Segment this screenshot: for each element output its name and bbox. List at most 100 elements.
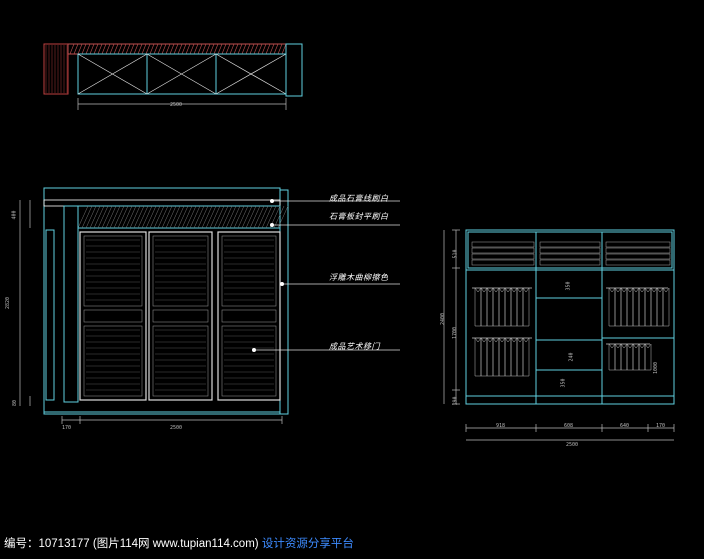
front-bulkhead-hatch xyxy=(105,205,117,229)
plan-strip-hatch xyxy=(221,43,227,55)
front-bulkhead-hatch xyxy=(277,205,289,229)
callout-dot xyxy=(270,223,274,227)
front-bulkhead-hatch xyxy=(149,205,161,229)
callout-art-sliding-door: 成品艺术移门 xyxy=(329,342,380,351)
plan-strip-hatch xyxy=(81,43,87,55)
side-hanging-garment xyxy=(614,343,622,371)
side-hanging-garment xyxy=(656,287,664,327)
dim-front-total-height: 2820 xyxy=(5,296,12,310)
plan-strip-hatch xyxy=(129,43,135,55)
side-hanging-garment xyxy=(510,337,518,377)
side-hanging-garment xyxy=(620,343,628,371)
front-bulkhead-hatch xyxy=(101,205,113,229)
side-cabinet-frame xyxy=(465,229,675,405)
plan-cross-diagonal xyxy=(146,53,217,95)
side-hanging-garment xyxy=(480,337,488,377)
front-door-panel-2 xyxy=(148,231,213,401)
callout-gypsum-board: 石膏板封平刷白 xyxy=(329,212,389,221)
side-folded-clothes xyxy=(471,253,535,260)
dim-top-plan-width: 2500 xyxy=(170,102,183,108)
plan-strip-hatch xyxy=(137,43,143,55)
plan-strip-hatch xyxy=(237,43,243,55)
front-bulkhead-hatch xyxy=(141,205,153,229)
plan-strip-hatch xyxy=(193,43,199,55)
side-hanging-garment xyxy=(644,343,652,371)
watermark-site-text: 设计资源分享平台 xyxy=(261,538,354,550)
front-door-panel-3 xyxy=(217,231,281,401)
front-bulkhead-hatch xyxy=(137,205,149,229)
front-door-middle-band xyxy=(152,309,209,323)
front-bulkhead-hatch xyxy=(189,205,201,229)
side-hanging-garment xyxy=(644,287,652,327)
plan-strip-hatch xyxy=(197,43,203,55)
front-floor-line xyxy=(43,411,281,415)
dim-inner-4: 1000 xyxy=(653,361,660,375)
side-hanging-garment xyxy=(516,287,524,327)
front-bulkhead-hatch xyxy=(273,205,285,229)
front-bulkhead-hatch xyxy=(93,205,105,229)
side-hanging-garment xyxy=(614,287,622,327)
plan-strip-hatch xyxy=(229,43,235,55)
dim-inner-3: 350 xyxy=(560,378,567,388)
plan-strip-hatch xyxy=(125,43,131,55)
plan-strip-hatch xyxy=(97,43,103,55)
plan-cross-diagonal xyxy=(215,53,287,95)
side-folded-clothes xyxy=(539,253,601,260)
plan-strip-hatch xyxy=(189,43,195,55)
front-bulkhead-hatch xyxy=(125,205,137,229)
side-folded-clothes xyxy=(605,241,671,248)
front-bulkhead-hatch xyxy=(89,205,101,229)
plan-strip-hatch xyxy=(205,43,211,55)
callout-gypsum-molding: 成品石膏线刷白 xyxy=(329,194,389,203)
front-bulkhead-hatch xyxy=(169,205,181,229)
plan-strip-hatch xyxy=(217,43,223,55)
front-door-upper-inset xyxy=(152,235,209,307)
side-hanging-garment xyxy=(638,287,646,327)
plan-left-block xyxy=(43,43,69,95)
plan-strip-hatch xyxy=(85,43,91,55)
front-bulkhead-hatch xyxy=(117,205,129,229)
plan-strip-hatch xyxy=(133,43,139,55)
plan-strip-hatch xyxy=(169,43,175,55)
front-door-middle-band xyxy=(83,309,143,323)
front-bulkhead-hatch xyxy=(177,205,189,229)
front-door-upper-inset xyxy=(221,235,277,307)
plan-strip-hatch xyxy=(257,43,263,55)
side-hanging-garment xyxy=(492,287,500,327)
plan-strip-hatch xyxy=(273,43,279,55)
side-hanging-garment xyxy=(504,287,512,327)
front-door-lower-inset xyxy=(83,325,143,397)
dim-side-top-height: 510 xyxy=(452,249,459,259)
dim-side-bottom-height: 190 xyxy=(452,396,459,406)
callout-dot xyxy=(280,282,284,286)
front-bulkhead-hatch xyxy=(209,205,221,229)
plan-strip-hatch xyxy=(109,43,115,55)
front-bulkhead-hatch xyxy=(217,205,229,229)
front-bulkhead-hatch xyxy=(77,205,89,229)
plan-strip-hatch xyxy=(89,43,95,55)
plan-strip-hatch xyxy=(161,43,167,55)
plan-strip-hatch xyxy=(141,43,147,55)
front-bulkhead-hatch xyxy=(197,205,209,229)
side-hanging-garment xyxy=(486,337,494,377)
dim-front-width-small: 170 xyxy=(62,425,72,431)
side-folded-clothes xyxy=(539,241,601,248)
dim-inner-2: 240 xyxy=(568,352,575,362)
plan-strip-hatch xyxy=(177,43,183,55)
side-hanging-garment xyxy=(650,287,658,327)
side-hanging-garment xyxy=(608,343,616,371)
side-hanging-garment xyxy=(626,287,634,327)
front-bulkhead-hatch xyxy=(81,205,93,229)
plan-strip-hatch xyxy=(113,43,119,55)
plan-strip-hatch xyxy=(225,43,231,55)
plan-strip-hatch xyxy=(69,43,75,55)
front-bulkhead-hatch xyxy=(133,205,145,229)
dim-side-seg1: 918 xyxy=(496,423,506,429)
front-bulkhead-hatch xyxy=(249,205,261,229)
side-hanging-garment xyxy=(608,287,616,327)
plan-strip-hatch xyxy=(105,43,111,55)
plan-strip-hatch xyxy=(249,43,255,55)
side-hanging-garment xyxy=(486,287,494,327)
callout-carved-ash-wood: 浮雕木曲柳擦色 xyxy=(329,273,389,282)
side-hanging-garment xyxy=(474,287,482,327)
